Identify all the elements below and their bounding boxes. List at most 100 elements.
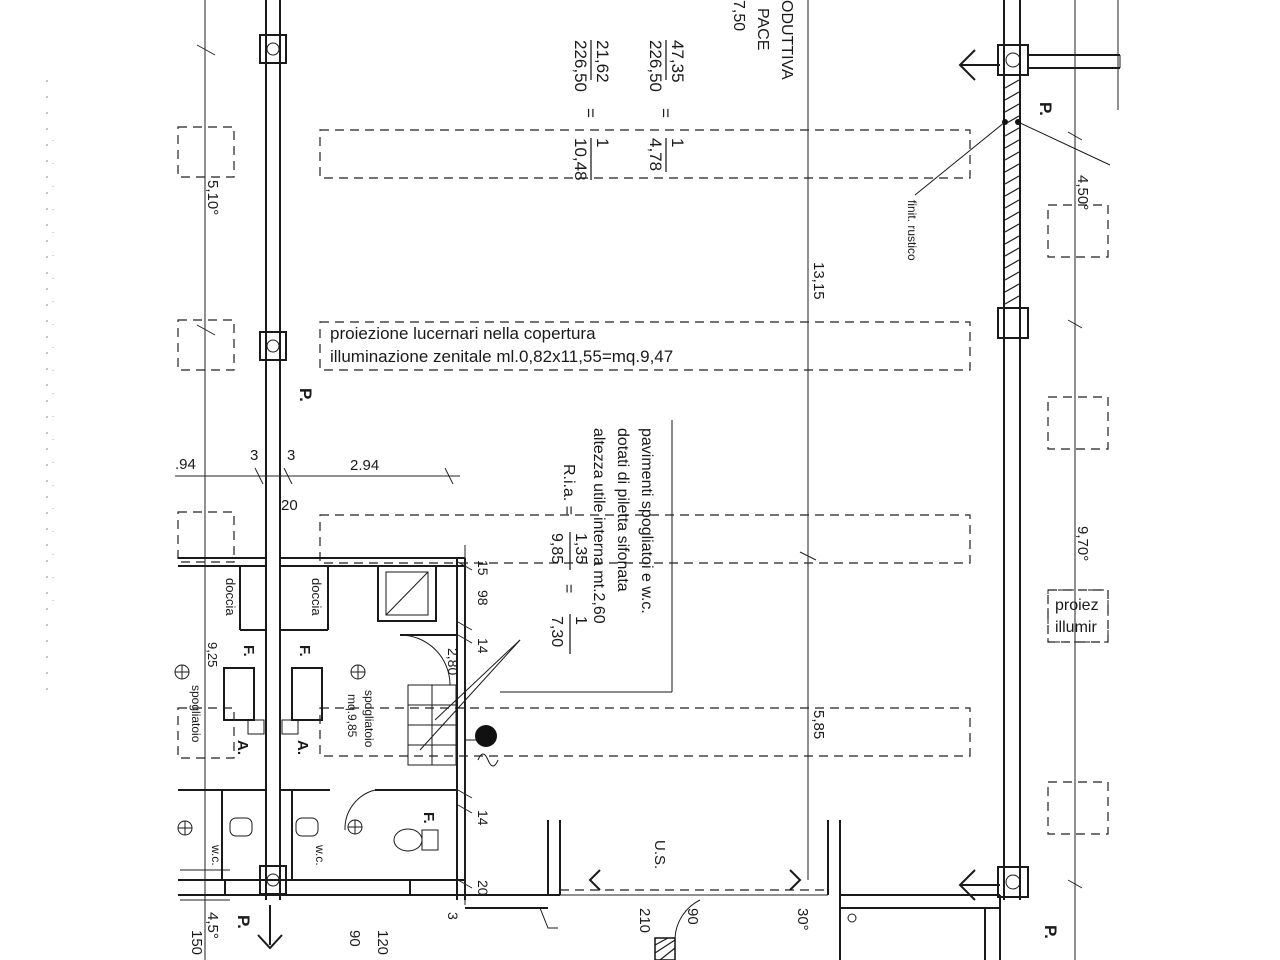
drain-symbols	[174, 664, 366, 836]
dim-120: 120	[374, 930, 391, 955]
dim-970: 9,70°	[1074, 526, 1091, 561]
ratio-bot-res2: 10,48	[571, 138, 590, 181]
hatch-stroke	[1004, 139, 1020, 149]
room-labels: doccia doccia spogliatoio 9,25 spogliato…	[189, 578, 437, 866]
label-f-right: F.	[296, 645, 313, 657]
frag-750: 7,50	[730, 0, 747, 31]
hatch-stroke	[1004, 103, 1020, 113]
skylight-label: proiezione lucernari nella copertura ill…	[330, 324, 673, 366]
label-wc-left: w.c.	[209, 844, 223, 866]
note-ria-den: 9,85	[548, 533, 565, 564]
label-illumir: illumir	[1055, 619, 1097, 636]
hatch-stroke	[1004, 295, 1020, 305]
label-doccia-right: doccia	[309, 578, 324, 616]
hatch-stroke	[1004, 163, 1020, 173]
label-f-wc: F.	[420, 812, 437, 824]
label-doccia-left: doccia	[223, 578, 238, 616]
arrow-marks	[958, 49, 1000, 901]
left-partition-wall	[259, 0, 287, 900]
ratio-top-eq: =	[656, 108, 675, 118]
service-block	[174, 557, 560, 900]
center-dimension-line	[799, 0, 817, 880]
note-line1: pavimenti spogliatoi e w.c.	[638, 428, 655, 614]
label-p-bottom-right: P.	[1041, 925, 1060, 939]
header-fragments: ODUTTIVA PACE 7,50	[730, 0, 795, 80]
entry-arrow	[257, 905, 283, 950]
header-ratio-top: 47,35 226,50 = 1 4,78	[646, 40, 687, 172]
dim-294-left: .94	[175, 456, 196, 473]
ratio-bot-res1: 1	[593, 138, 612, 147]
right-skylight-label: proiez illumir	[1047, 589, 1109, 643]
hatch-stroke	[1004, 175, 1020, 185]
ratio-bot-den: 226,50	[571, 40, 590, 92]
dim-15: 15	[475, 560, 491, 576]
note-box	[500, 420, 673, 693]
dim-280: 2,80	[445, 648, 461, 675]
hatch-stroke	[1004, 211, 1020, 221]
dim-150: 150	[188, 930, 205, 955]
note-ria-num: 1,35	[572, 533, 589, 564]
label-p-bottom-left: P.	[234, 915, 253, 929]
dim-3-b: 3	[287, 447, 295, 464]
hatch-stroke	[1004, 151, 1020, 161]
label-finit-rustico: finit. rustico	[905, 200, 919, 261]
label-a-right: A.	[294, 740, 311, 755]
dim-294: 2.94	[350, 457, 379, 474]
label-spogliatoio-right-area: mq.9,85	[345, 694, 359, 738]
note-ria-res-den: 7,30	[548, 616, 565, 647]
hatch-stroke	[1004, 127, 1020, 137]
dim-585: 5,85	[810, 710, 827, 739]
ratio-top-res2: 4,78	[646, 138, 665, 171]
ratio-bot-num: 21,62	[593, 40, 612, 83]
hatch-stroke	[1004, 283, 1020, 293]
label-wc-right: w.c.	[313, 844, 327, 866]
dim-3-c: 3	[445, 912, 461, 920]
header-ratio-bottom: 21,62 226,50 = 1 10,48	[571, 40, 612, 181]
frag-pace: PACE	[754, 8, 771, 50]
horizontal-dimension: .94 3 3 2.94 20	[175, 447, 460, 514]
dim-1315: 13,15	[810, 262, 827, 300]
bottom-wall-section	[465, 820, 1001, 960]
hatch-stroke	[1004, 235, 1020, 245]
hatch-stroke	[1004, 91, 1020, 101]
dim-14-b: 14	[475, 810, 491, 826]
hatch-stroke	[1004, 199, 1020, 209]
dim-90-a: 90	[346, 930, 363, 947]
hatch-stroke	[1004, 271, 1020, 281]
dim-45: 4,5°	[204, 912, 221, 939]
dim-20-b: 20	[475, 880, 491, 896]
dim-90-b: 90	[684, 908, 701, 925]
note-ria-eq: =	[560, 584, 577, 593]
label-p-mid-left: P.	[296, 388, 315, 402]
label-a-left: A.	[234, 740, 251, 755]
ratio-top-den: 226,50	[646, 40, 665, 92]
hatch-stroke	[1004, 247, 1020, 257]
bottom-dimensions: 150 4,5° 90 120 210 90 30°	[188, 908, 811, 955]
dim-30: 30°	[794, 908, 811, 931]
label-proiez: proiez	[1055, 597, 1099, 614]
hatch-stroke	[1004, 259, 1020, 269]
label-spogliatoio-left-area: 9,25	[205, 642, 220, 667]
label-f-left: F.	[240, 645, 257, 657]
ratio-bot-eq: =	[581, 108, 600, 118]
skylight-projections	[177, 126, 1109, 835]
frag-oduttiva: ODUTTIVA	[778, 0, 795, 80]
ratio-top-res1: 1	[668, 138, 687, 147]
hatch-stroke	[1004, 79, 1020, 89]
dim-210: 210	[636, 908, 653, 933]
service-dimension: 15 98 14 2,80 14 20 3	[445, 545, 491, 920]
ratio-top-num: 47,35	[668, 40, 687, 83]
label-spogliatoio-left: spogliatoio	[189, 685, 203, 743]
dim-98: 98	[475, 590, 491, 606]
dim-510: 5,10°	[204, 180, 221, 215]
note-ria-label: R.i.a. =	[560, 464, 577, 515]
finit-leader	[914, 119, 1111, 196]
dim-20: 20	[281, 497, 298, 514]
label-us: U.S.	[651, 840, 668, 869]
dim-14-a: 14	[475, 638, 491, 654]
wall-hatching	[1004, 79, 1020, 305]
skylight-line2: illuminazione zenitale ml.0,82x11,55=mq.…	[330, 347, 673, 366]
note-line2: dotati di piletta sifonata	[614, 428, 631, 592]
label-spogliatoio-right: spogliatoio	[362, 690, 376, 748]
page-edge-marks	[46, 80, 54, 700]
